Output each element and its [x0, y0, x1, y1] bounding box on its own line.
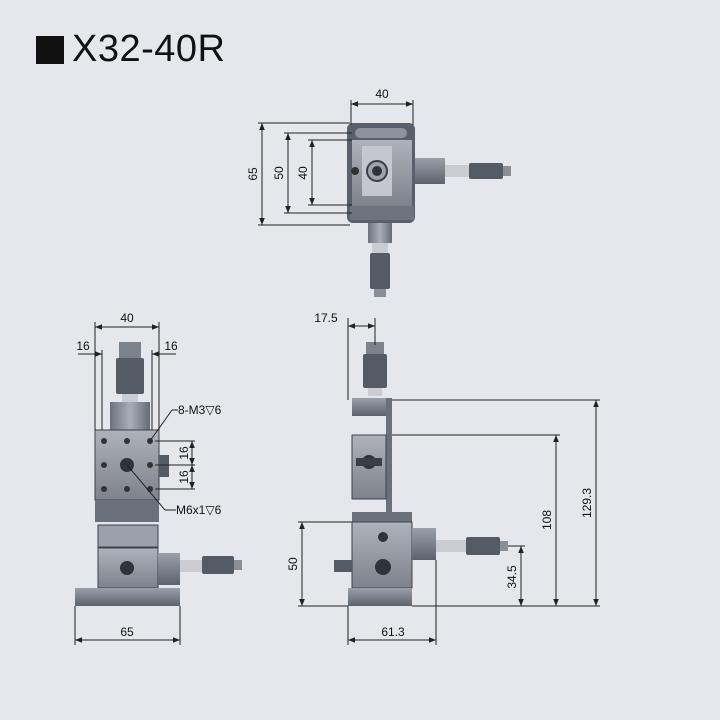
side-dim-height-left: 50 — [286, 557, 300, 571]
side-right-micrometer-mount — [412, 528, 436, 560]
front-middle-block — [95, 500, 159, 522]
front-dim-width: 40 — [120, 311, 134, 325]
top-dim-height-mid: 50 — [272, 166, 286, 180]
top-view-micrometer2-barrel — [372, 243, 388, 253]
front-right-micrometer-thimble — [202, 556, 234, 574]
top-view-knob-icon — [351, 167, 359, 175]
side-dim-base: 61.3 — [381, 625, 405, 639]
side-left-knob — [334, 560, 352, 572]
top-view-hole-core — [372, 166, 382, 176]
side-base — [348, 588, 412, 606]
front-micrometer-thimble — [116, 358, 144, 394]
side-micrometer-thimble — [363, 354, 387, 388]
front-micrometer-barrel — [122, 394, 138, 402]
side-dim-height-low: 34.5 — [505, 565, 519, 589]
top-view-micrometer-mount — [415, 158, 445, 184]
front-right-micrometer-mount — [158, 553, 180, 585]
top-view-micrometer2-end — [374, 289, 386, 297]
side-view: 17.5 50 129.3 108 34.5 61.3 — [286, 311, 600, 645]
top-view-micrometer2-thimble — [370, 253, 390, 289]
front-hole-icon — [101, 438, 107, 444]
front-dim-left: 16 — [76, 339, 90, 353]
front-side-knob — [159, 455, 169, 477]
top-dim-height-outer: 65 — [246, 167, 260, 181]
side-micrometer-cap — [366, 342, 384, 354]
top-view-lower-block — [350, 206, 414, 220]
front-hole-icon — [101, 486, 107, 492]
front-dim-right: 16 — [164, 339, 178, 353]
side-lower-hole — [375, 559, 391, 575]
front-hole-icon — [147, 462, 153, 468]
side-micrometer-barrel — [368, 388, 382, 396]
front-hole-icon — [124, 438, 130, 444]
front-micrometer-mount — [110, 402, 150, 430]
top-view-micrometer-end — [503, 166, 511, 176]
front-hole-icon — [101, 462, 107, 468]
model-name: X32-40R — [72, 28, 226, 70]
front-callout-m3: 8-M3▽6 — [178, 403, 222, 417]
front-hole-icon — [124, 486, 130, 492]
side-bracket-spine — [386, 398, 392, 518]
top-view: 40 65 50 40 — [246, 87, 511, 297]
front-dim-base: 65 — [120, 625, 134, 639]
top-view-micrometer2-mount — [368, 223, 392, 243]
top-dim-width: 40 — [375, 87, 389, 101]
side-lower-top — [352, 512, 412, 522]
front-dim-hole-b: 16 — [177, 470, 191, 484]
side-dim-height-mid: 108 — [540, 510, 554, 530]
title-square-icon — [36, 35, 64, 64]
side-right-micrometer-thimble — [466, 537, 500, 555]
side-dim-height-total: 129.3 — [580, 488, 594, 518]
side-lower-knob — [378, 532, 388, 542]
top-view-micrometer-barrel — [445, 165, 469, 177]
side-dim-offset: 17.5 — [314, 311, 338, 325]
top-dim-height-inner: 40 — [296, 166, 310, 180]
front-dim-hole-a: 16 — [177, 446, 191, 460]
front-lower-block — [97, 524, 159, 548]
front-lower-hole — [120, 561, 134, 575]
side-upper-lock — [356, 458, 382, 466]
page-title: X32-40R — [36, 28, 225, 71]
front-right-micrometer-barrel — [180, 560, 202, 572]
side-right-micrometer-end — [500, 541, 508, 551]
top-view-micrometer-thimble — [469, 163, 503, 179]
front-base — [75, 588, 180, 606]
front-callout-m6: M6x1▽6 — [176, 503, 222, 517]
front-right-micrometer-end — [234, 560, 242, 570]
front-view: 40 16 16 8-M3▽6 M6x1▽6 16 16 — [74, 311, 242, 645]
side-bracket-top — [352, 398, 386, 416]
top-view-slot — [355, 128, 407, 138]
side-lower-stage — [351, 521, 413, 589]
front-micrometer-cap — [119, 342, 141, 360]
side-right-micrometer-barrel — [436, 540, 466, 552]
